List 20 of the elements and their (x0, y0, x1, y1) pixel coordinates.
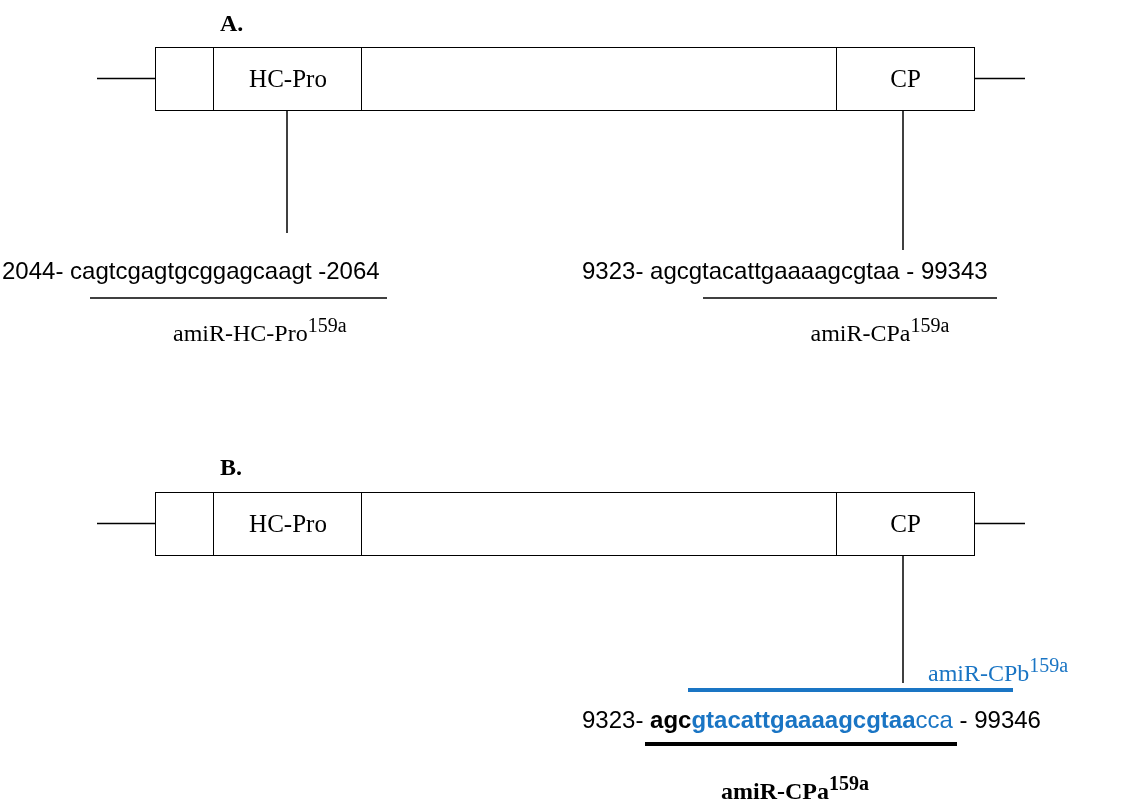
text-label: amiR-CPb$^{159a}$ (928, 653, 1069, 688)
leader-line (286, 110, 288, 234)
gene-segment: CP (836, 492, 975, 556)
genome-segment (361, 47, 838, 111)
sequence-text: 9323- agcgtacattgaaaagcgtaacca - 99346 (582, 705, 1041, 735)
text-label: amiR-HC-Pro$^{159a}$ (173, 313, 347, 348)
leader-line (902, 110, 904, 251)
text-label: A. (220, 9, 244, 38)
genome-segment (155, 492, 215, 556)
genome-segment (155, 47, 215, 111)
text-label: amiR-CPa$^{159a}$ (721, 771, 869, 806)
text-label: B. (220, 453, 242, 482)
leader-line (902, 555, 904, 684)
genome-segment (361, 492, 838, 556)
sequence-text: 2044- cagtcgagtgcggagcaagt -2064 (2, 256, 380, 286)
gene-segment: CP (836, 47, 975, 111)
sequence-text: 9323- agcgtacattgaaaagcgtaa - 99343 (582, 256, 988, 286)
gene-segment: HC-Pro (213, 492, 363, 556)
gene-segment: HC-Pro (213, 47, 363, 111)
text-label: amiR-CPa$^{159a}$ (810, 313, 950, 348)
